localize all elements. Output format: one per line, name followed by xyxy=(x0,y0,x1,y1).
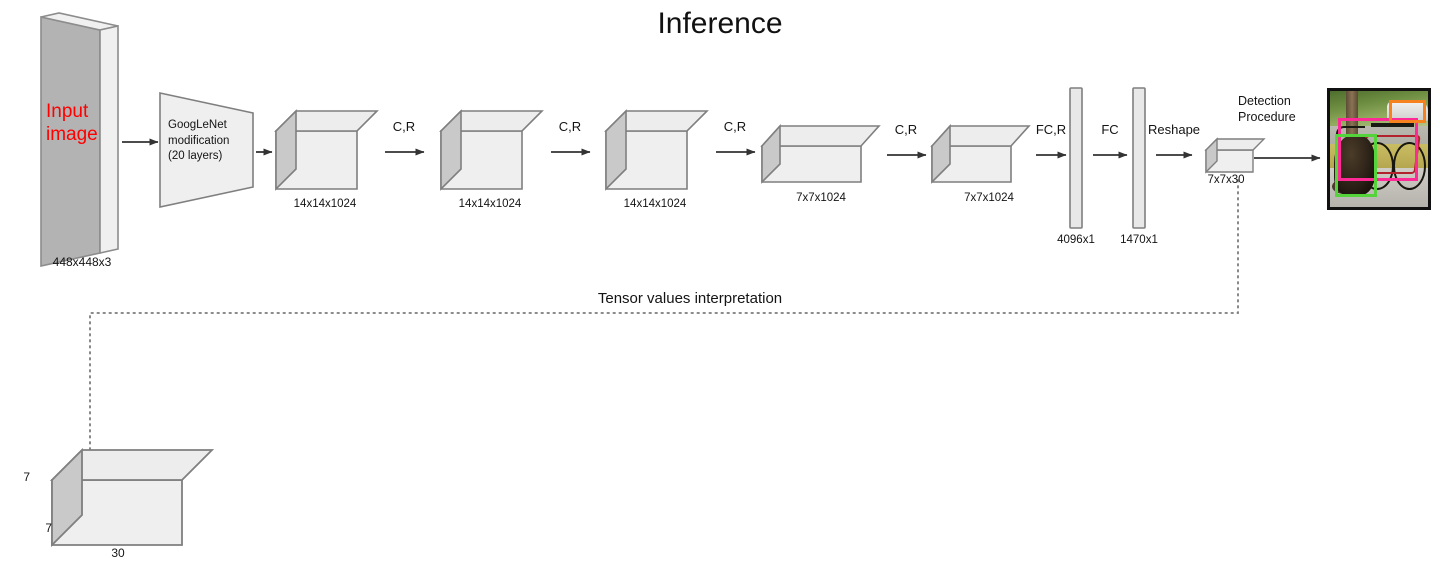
tensor-interpretation-label: Tensor values interpretation xyxy=(597,290,783,307)
stage4-caption: 7x7x1024 xyxy=(796,192,846,204)
tensor-interpretation-connector xyxy=(89,179,1239,459)
op-label-stage3: C,R xyxy=(558,119,582,134)
detection-procedure-label: Detection Procedure xyxy=(1238,94,1296,125)
bounding-box-dog xyxy=(1334,133,1378,197)
fc-bar-1470 xyxy=(1132,87,1146,229)
op-label-stage2: C,R xyxy=(392,119,416,134)
photo-seat-bar xyxy=(1371,123,1415,127)
detection-result-image xyxy=(1327,88,1431,210)
input-image-label: Input image xyxy=(46,101,98,146)
page-title: Inference xyxy=(657,7,783,40)
op-label-fc1: FC,R xyxy=(1035,122,1067,137)
input-image-slab xyxy=(40,12,119,267)
tensor-caption: 7x7x30 xyxy=(1207,174,1245,186)
googlenet-backbone-shape xyxy=(159,92,254,208)
feature-box-stage4 xyxy=(760,123,881,184)
tensor-box-7x7x30 xyxy=(1204,137,1266,174)
expanded-tensor-box xyxy=(49,447,215,548)
tensor-width-label: 30 xyxy=(111,546,125,560)
photo-car xyxy=(1386,101,1428,122)
photo-handlebar xyxy=(1335,125,1366,139)
stage5-caption: 7x7x1024 xyxy=(964,192,1014,204)
stage2-caption: 14x14x1024 xyxy=(458,198,522,210)
feature-box-stage5 xyxy=(930,123,1031,184)
stage1-caption: 14x14x1024 xyxy=(293,198,357,210)
bounding-box-car xyxy=(1388,100,1427,124)
bounding-box-bicycle xyxy=(1337,117,1419,182)
op-label-stage5: C,R xyxy=(894,122,918,137)
op-label-stage4: C,R xyxy=(723,119,747,134)
op-label-fc2: FC xyxy=(1101,122,1119,137)
photo-wheel-rear xyxy=(1392,142,1427,191)
tensor-depth-label: 7 xyxy=(45,521,52,535)
stage3-caption: 14x14x1024 xyxy=(623,198,687,210)
fc1-caption: 4096x1 xyxy=(1057,234,1095,246)
googlenet-backbone-label: GoogLeNet modification (20 layers) xyxy=(168,119,230,163)
feature-box-stage3 xyxy=(604,109,709,191)
fc-bar-4096 xyxy=(1069,87,1083,229)
input-image-caption: 448x448x3 xyxy=(52,255,112,269)
feature-box-stage2 xyxy=(439,109,544,191)
tensor-height-label: 7 xyxy=(23,470,30,484)
op-label-reshape: Reshape xyxy=(1148,122,1201,137)
feature-box-stage1 xyxy=(274,109,379,191)
fc2-caption: 1470x1 xyxy=(1120,234,1158,246)
